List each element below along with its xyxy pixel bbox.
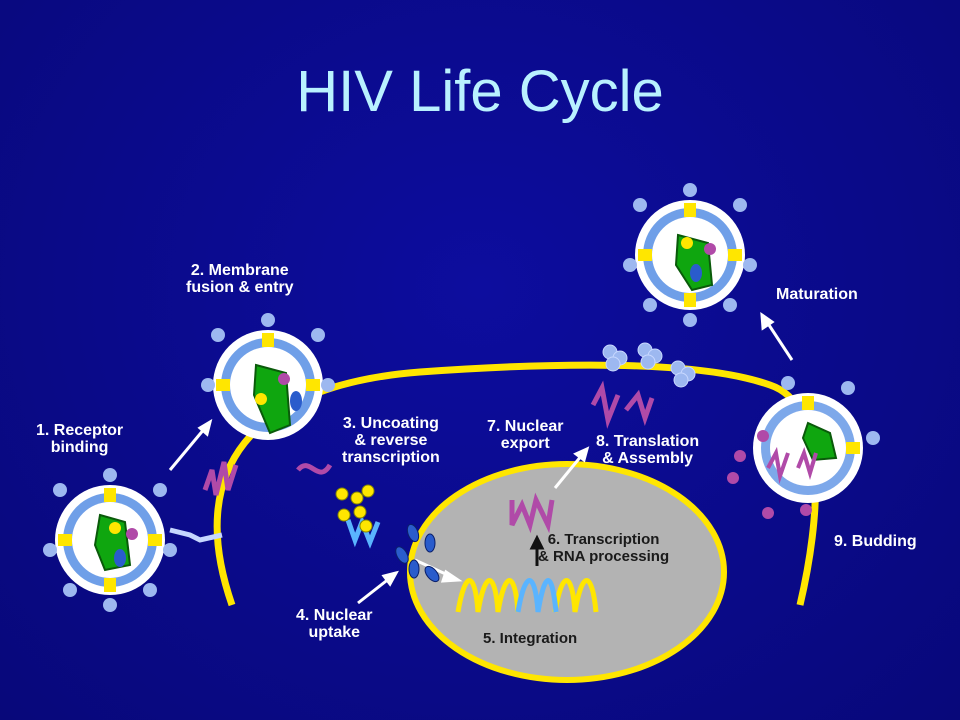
viral-dna-integrated (515, 578, 559, 613)
arrow-nuclear-export (553, 454, 584, 489)
receptor (169, 527, 223, 543)
arrow-nuclear-uptake (357, 576, 391, 605)
virion-binding (43, 468, 177, 612)
label-integration: 5. Integration (483, 630, 578, 647)
arrow-receptor-to-fusion (168, 427, 207, 471)
label-nuclear-export: 7. Nuclear export (487, 418, 563, 452)
label-uncoating-line2: & reverse (354, 432, 428, 449)
label-nuclear-export-line2: export (500, 435, 550, 452)
label-membrane-fusion: 2. Membrane fusion & entry (186, 262, 294, 296)
label-translation: 8. Translation & Assembly (596, 433, 699, 467)
label-budding: 9. Budding (834, 533, 917, 550)
viral-rna-uncoating (296, 463, 333, 475)
capsid-proteins (335, 484, 375, 533)
label-nuclear-uptake-line1: 4. Nuclear (296, 607, 373, 624)
label-receptor-binding-line2: binding (50, 439, 109, 456)
diagram-title: HIV Life Cycle (296, 59, 664, 124)
label-uncoating: 3. Uncoating & reverse transcription (342, 415, 440, 466)
process-arrows (168, 311, 794, 605)
arrow-maturation (765, 321, 794, 361)
host-dna (455, 578, 521, 613)
viral-rna-entry (202, 461, 239, 496)
label-nuclear-uptake-line2: uptake (308, 624, 361, 641)
label-uncoating-line1: 3. Uncoating (342, 415, 439, 432)
label-transcription-line1: 6. Transcription (547, 531, 660, 548)
label-transcription: 6. Transcription & RNA processing (538, 531, 669, 565)
surface-proteins (602, 342, 696, 388)
label-translation-line1: 8. Translation (596, 433, 700, 450)
label-uncoating-line3: transcription (342, 449, 440, 466)
host-dna-right (552, 578, 599, 613)
label-transcription-line2: & RNA processing (538, 548, 670, 565)
label-membrane-fusion-line2: fusion & entry (186, 279, 294, 296)
label-maturation: Maturation (776, 286, 858, 303)
label-receptor-binding-line1: 1. Receptor (36, 422, 124, 439)
integrase-enzymes (395, 523, 440, 583)
label-nuclear-uptake: 4. Nuclear uptake (296, 607, 372, 641)
label-membrane-fusion-line1: 2. Membrane (190, 262, 289, 279)
label-translation-line2: & Assembly (602, 450, 694, 467)
label-receptor-binding: 1. Receptor binding (36, 422, 123, 456)
virion-mature (623, 183, 757, 327)
exported-rna (590, 380, 621, 429)
nuclear-rna (509, 492, 555, 534)
virion-budding (727, 376, 880, 519)
exported-rna-2 (624, 389, 655, 427)
label-nuclear-export-line1: 7. Nuclear (487, 418, 564, 435)
virion-fusion (201, 313, 335, 440)
nucleus (407, 461, 727, 683)
